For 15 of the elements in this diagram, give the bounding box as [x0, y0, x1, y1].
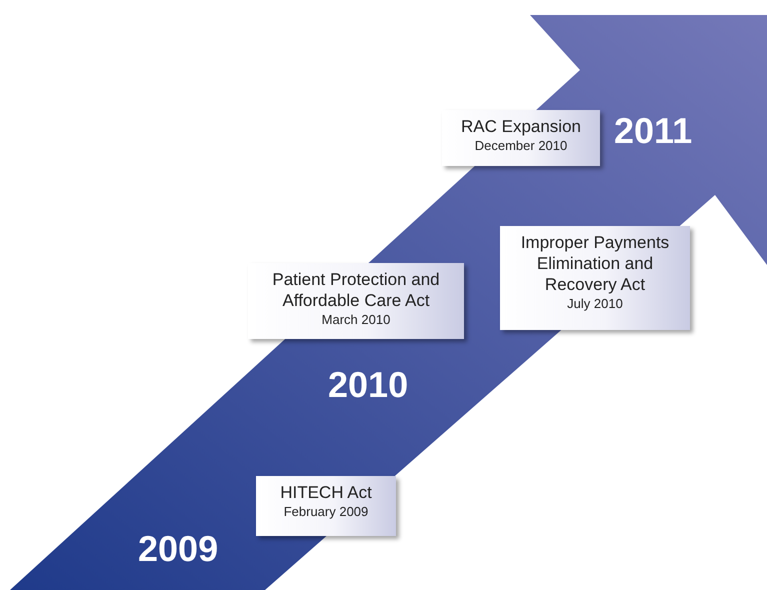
year-label: 2009: [138, 528, 218, 570]
event-title: HITECH Act: [280, 482, 372, 503]
event-title: RAC Expansion: [460, 116, 581, 137]
year-label: 2010: [328, 364, 408, 406]
event-date: February 2009: [284, 504, 368, 520]
event-card: [256, 476, 396, 536]
event-title: Improper Payments Elimination and Recovery Act: [520, 232, 670, 295]
event-date: March 2010: [322, 312, 390, 328]
event-title: Patient Protection and Affordable Care Act: [271, 269, 441, 311]
event-date: December 2010: [474, 138, 568, 154]
event-card: [442, 110, 600, 166]
event-card: [248, 263, 464, 339]
event-date: July 2010: [567, 296, 623, 312]
year-label: 2011: [614, 110, 692, 152]
event-card: [500, 226, 690, 330]
